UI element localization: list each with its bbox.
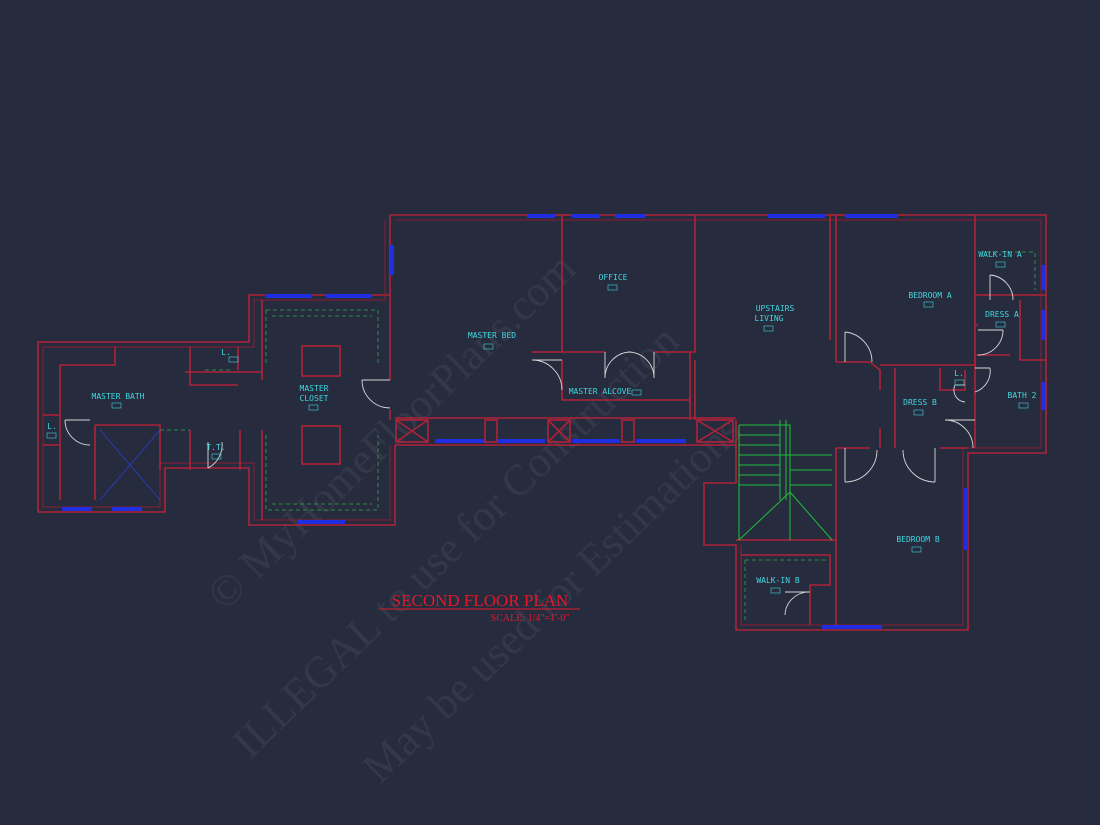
bath-2-label: BATH 2 [1008,391,1037,400]
bay-boxes [395,419,734,443]
bedroom-a-label: BEDROOM A [908,291,952,300]
master-bed-label: MASTER BED [468,331,516,340]
shower [99,429,161,501]
room-tag [995,321,1006,328]
room-tag [228,356,239,363]
plan-scale: SCALE: 1/4"=1'-0" [491,613,570,624]
room-tag [483,343,494,350]
interior-walls [43,215,1046,625]
linen-2-label: L. [221,348,231,357]
upstairs-living-label-1: UPSTAIRS [756,304,795,313]
dress-a-label: DRESS A [985,310,1019,319]
room-tag [631,389,642,396]
linen-3-label: L. [954,369,964,378]
master-alcove-label: MASTER ALCOVE [569,387,632,396]
room-tag [995,261,1006,268]
linen-1-label: L. [47,422,57,431]
room-tag [954,379,965,386]
office-label: OFFICE [599,273,628,282]
room-tag [923,301,934,308]
room-number-tags [46,261,1029,594]
stairs [738,420,833,541]
title-block: SECOND FLOOR PLAN SCALE: 1/4"=1'-0" [380,591,580,624]
room-tag [111,402,122,409]
bedroom-b-label: BEDROOM B [896,535,940,544]
room-tag [913,409,924,416]
watermark: © MyHomeFloorPlans.com ILLEGAL to use fo… [198,243,751,792]
room-tag [1018,402,1029,409]
master-closet-label-2: CLOSET [300,394,329,403]
master-closet-label-1: MASTER [300,384,329,393]
room-labels: MASTER BATH L. L. T.T. MASTER CLOSET MAS… [47,250,1036,585]
room-tag [763,325,774,332]
room-tag [911,546,922,553]
closet-islands [301,345,341,465]
room-tag [770,587,781,594]
room-tag [46,432,57,439]
walkin-b-label: WALK-IN B [756,576,800,585]
closet-shelving [160,251,1036,620]
walkin-a-label: WALK-IN A [978,250,1022,259]
plan-title: SECOND FLOOR PLAN [392,591,569,610]
room-tag [308,404,319,411]
dress-b-label: DRESS B [903,398,937,407]
room-tag [607,284,618,291]
upstairs-living-label-2: LIVING [755,314,784,323]
toilet-label: T.T. [206,443,225,452]
windows [62,214,1045,629]
master-bath-label: MASTER BATH [92,392,145,401]
room-tag [211,453,222,460]
